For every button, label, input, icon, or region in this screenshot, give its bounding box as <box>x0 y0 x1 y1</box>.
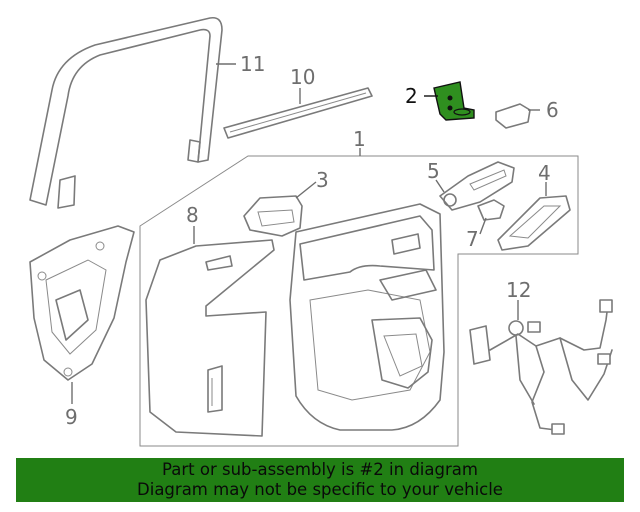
callout-9: 9 <box>65 405 78 429</box>
info-banner: Part or sub-assembly is #2 in diagram Di… <box>16 458 624 502</box>
part-1-group-outline <box>139 155 579 447</box>
part-4-pull-cup <box>497 195 571 251</box>
callout-10: 10 <box>290 65 315 89</box>
parts-diagram: 11 10 2 6 1 3 5 4 7 8 9 12 <box>29 16 613 447</box>
part-11-window-channel <box>29 16 223 209</box>
callout-5: 5 <box>427 159 440 183</box>
leader-5 <box>435 179 445 193</box>
part-5-switch-bezel <box>439 161 515 211</box>
leader-7 <box>479 217 487 235</box>
part-7-clip <box>477 199 505 221</box>
part-2-highlighted-bracket <box>433 81 475 121</box>
part-12-wiring-harness <box>469 299 613 435</box>
callout-11: 11 <box>240 52 265 76</box>
callout-4: 4 <box>538 161 551 185</box>
part-6-cover <box>495 103 531 129</box>
banner-line-1: Part or sub-assembly is #2 in diagram <box>162 460 478 479</box>
leader-3 <box>295 181 317 199</box>
callout-1: 1 <box>353 127 366 151</box>
part-1-door-trim-panel <box>289 203 445 431</box>
part-10-belt-molding <box>223 87 373 139</box>
part-8-water-deflector <box>145 239 275 437</box>
callout-2: 2 <box>405 84 418 108</box>
callout-8: 8 <box>186 203 199 227</box>
callout-6: 6 <box>546 98 559 122</box>
banner-line-2: Diagram may not be specific to your vehi… <box>137 480 503 499</box>
part-9-door-module <box>29 225 135 381</box>
part-3-inside-handle <box>243 195 303 237</box>
callout-12: 12 <box>506 278 531 302</box>
callout-7: 7 <box>466 227 479 251</box>
callout-3: 3 <box>316 168 329 192</box>
